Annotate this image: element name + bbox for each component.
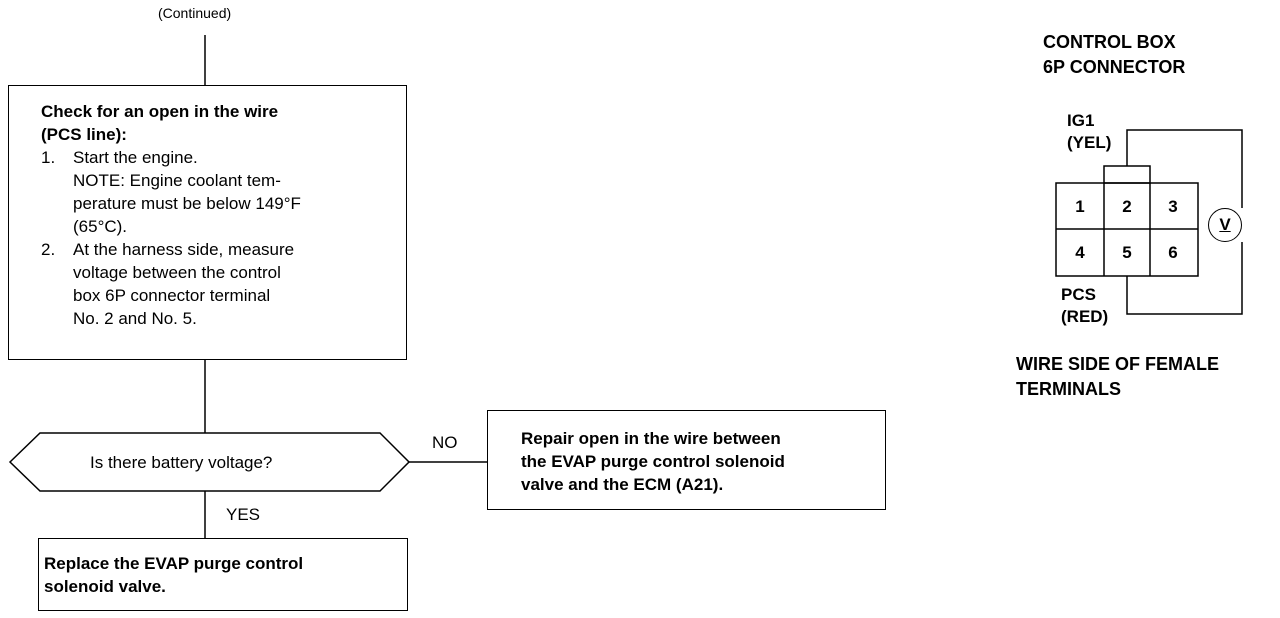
pcs-wire [1126, 242, 1243, 315]
view-note-line-2: TERMINALS [1016, 379, 1121, 399]
step-1-line-3: perature must be below 149°F [73, 194, 301, 213]
pin-5: 5 [1122, 243, 1132, 262]
pin-4: 4 [1075, 243, 1085, 262]
replace-line-2: solenoid valve. [44, 577, 166, 596]
repair-open-wire-box: Repair open in the wire between the EVAP… [487, 410, 886, 510]
ig1-label-line-1: IG1 [1067, 111, 1095, 130]
replace-solenoid-box: Replace the EVAP purge control solenoid … [38, 538, 408, 611]
voltmeter-icon: V [1208, 208, 1242, 242]
no-label: NO [432, 433, 458, 452]
pin-3: 3 [1168, 197, 1178, 216]
step-1-line-2: NOTE: Engine coolant tem- [73, 171, 281, 190]
check-title-line-1: Check for an open in the wire [41, 102, 279, 121]
step-1-number: 1. [41, 148, 56, 167]
step-1-line-1: Start the engine. [73, 148, 198, 167]
ig1-wire [1126, 129, 1243, 208]
check-title-line-2: (PCS line): [41, 125, 127, 144]
pcs-label: PCS (RED) [1061, 284, 1108, 328]
yes-label: YES [226, 505, 261, 524]
step-2-line-4: No. 2 and No. 5. [73, 309, 197, 328]
check-open-wire-box: Check for an open in the wire (PCS line)… [8, 85, 407, 360]
step-1-line-4: (65°C). [73, 217, 128, 236]
connector-title-line-1: CONTROL BOX [1043, 32, 1176, 52]
repair-line-3: valve and the ECM (A21). [521, 475, 724, 494]
connector-view-note: WIRE SIDE OF FEMALE TERMINALS [1016, 352, 1219, 402]
voltmeter-symbol: V [1219, 215, 1231, 234]
connector-title-line-2: 6P CONNECTOR [1043, 57, 1186, 77]
step-2-line-1: At the harness side, measure [73, 240, 295, 259]
replace-line-1: Replace the EVAP purge control [44, 554, 304, 573]
pin-6: 6 [1168, 243, 1178, 262]
view-note-line-1: WIRE SIDE OF FEMALE [1016, 354, 1220, 374]
ig1-label: IG1 (YEL) [1067, 110, 1111, 154]
step-2-line-3: box 6P connector terminal [73, 286, 271, 305]
check-step-2: 2. At the harness side, measure voltage … [41, 238, 376, 330]
repair-line-1: Repair open in the wire between [521, 429, 781, 448]
pin-1: 1 [1075, 197, 1085, 216]
continued-label: (Continued) [158, 5, 232, 21]
decision-question: Is there battery voltage? [90, 453, 273, 472]
connector-title: CONTROL BOX 6P CONNECTOR [1043, 30, 1185, 80]
pin-2: 2 [1122, 197, 1132, 216]
step-2-line-2: voltage between the control [73, 263, 281, 282]
pcs-label-line-2: (RED) [1061, 307, 1109, 326]
step-2-number: 2. [41, 240, 56, 259]
pcs-label-line-1: PCS [1061, 285, 1096, 304]
connector-latch [1103, 165, 1151, 184]
ig1-label-line-2: (YEL) [1067, 133, 1112, 152]
repair-line-2: the EVAP purge control solenoid [521, 452, 785, 471]
check-step-1: 1. Start the engine. NOTE: Engine coolan… [41, 146, 376, 238]
